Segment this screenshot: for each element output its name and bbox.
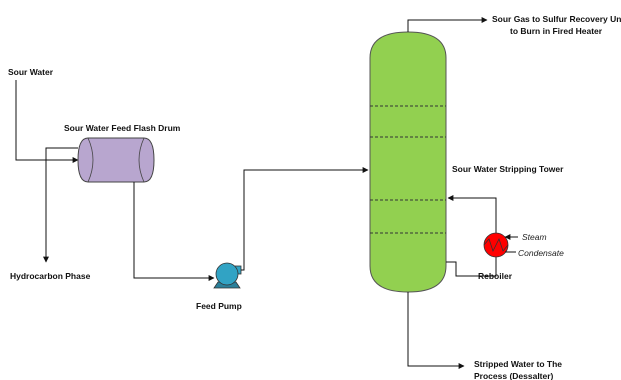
tower-label: Sour Water Stripping Tower bbox=[452, 164, 564, 174]
flash-drum bbox=[77, 137, 155, 183]
reboiler-return-line bbox=[447, 195, 497, 233]
stripped-water-label-line1: Stripped Water to The bbox=[474, 359, 562, 369]
feed-pump bbox=[213, 262, 242, 289]
sour-gas-line bbox=[407, 17, 488, 32]
sour-gas-label-line2: to Burn in Fired Heater bbox=[510, 26, 603, 36]
stripped-water-label-line2: Process (Dessalter) bbox=[474, 371, 554, 380]
stripped-water-line bbox=[407, 292, 465, 369]
condensate-label: Condensate bbox=[518, 248, 564, 258]
drum-to-pump-line bbox=[133, 182, 215, 281]
sour-water-label: Sour Water bbox=[8, 67, 54, 77]
hydrocarbon-phase-label: Hydrocarbon Phase bbox=[10, 271, 91, 281]
pump-to-tower-line bbox=[241, 167, 369, 271]
hydrocarbon-line bbox=[43, 147, 78, 263]
reboiler-label: Reboiler bbox=[478, 271, 513, 281]
reboiler-feed-line bbox=[446, 256, 497, 277]
flash-drum-label: Sour Water Feed Flash Drum bbox=[64, 123, 181, 133]
sour-gas-label-line1: Sour Gas to Sulfur Recovery Unit or bbox=[492, 14, 621, 24]
stripping-tower bbox=[369, 31, 447, 293]
steam-label: Steam bbox=[522, 232, 547, 242]
feed-pump-label: Feed Pump bbox=[196, 301, 242, 311]
reboiler-exchanger bbox=[483, 232, 509, 258]
sour-water-line bbox=[15, 80, 79, 163]
